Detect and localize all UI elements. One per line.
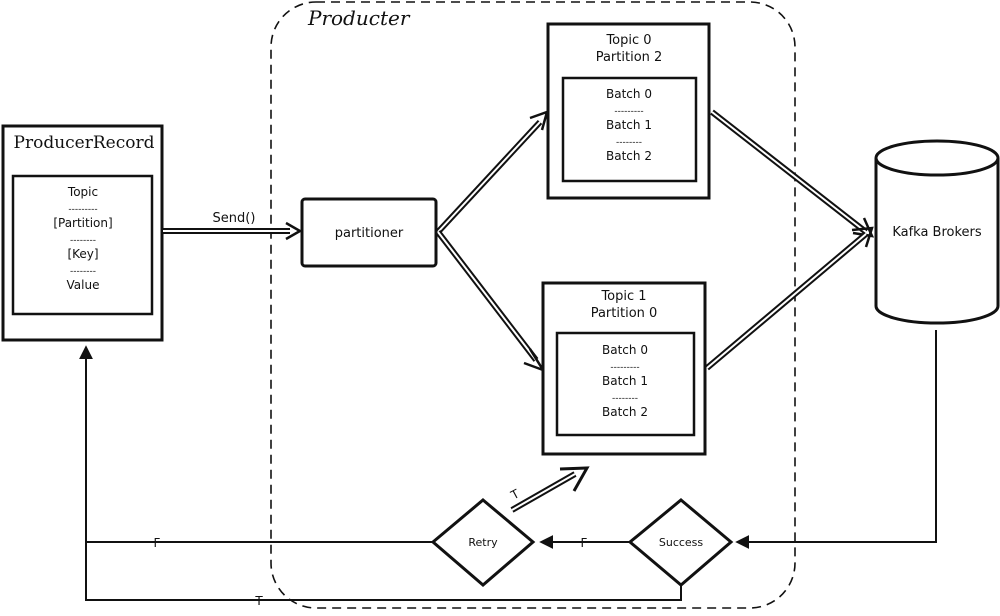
retry-false-label: F — [154, 536, 161, 550]
topic0-title-line2: Partition 2 — [596, 50, 663, 65]
topic0-box: Topic 0 Partition 2 Batch 0---------Batc… — [546, 22, 711, 200]
partitioner-label: partitioner — [335, 226, 404, 241]
topic1-title-line2: Partition 0 — [591, 306, 658, 321]
topic1-batch-line-3: -------- — [612, 394, 638, 404]
topic0-to-brokers-arrow — [710, 109, 875, 238]
topic0-batch-line-3: -------- — [616, 138, 642, 148]
topic1-batches: Batch 0 ---------Batch 1 --------Batch 2 — [602, 343, 648, 419]
producer-record-field-5: -------- — [70, 267, 96, 277]
success-false-label: F — [581, 536, 588, 550]
topic0-batch-line-2: Batch 1 — [606, 118, 652, 132]
producer-record-field-4: [Key] — [67, 247, 98, 261]
retry-label: Retry — [468, 536, 498, 549]
producer-record-field-6: Value — [67, 278, 100, 292]
kafka-brokers-label: Kafka Brokers — [892, 225, 982, 240]
producer-label: Producter — [307, 6, 411, 30]
topic1-batch-line-1: --------- — [610, 363, 639, 373]
topic1-batch-line-2: Batch 1 — [602, 374, 648, 388]
producer-record-field-2: [Partition] — [53, 216, 112, 230]
producer-record: ProducerRecord Topic ---------[Partition]… — [1, 124, 164, 342]
topic0-batch-line-1: --------- — [614, 107, 643, 117]
topic0-batches: Batch 0 ---------Batch 1 --------Batch 2 — [606, 87, 652, 163]
brokers-to-success-arrow — [735, 330, 937, 549]
producer-record-field-3: -------- — [70, 236, 96, 246]
producer-record-fields: Topic---------[Partition]--------[Key]--… — [53, 185, 112, 292]
success-true-to-record-line — [85, 542, 682, 601]
producer-record-title: ProducerRecord — [14, 133, 155, 153]
retry-diamond: Retry — [430, 498, 536, 587]
topic1-batch-line-4: Batch 2 — [602, 405, 648, 419]
success-label: Success — [659, 536, 704, 549]
retry-true-arrow — [510, 466, 590, 513]
producer-record-field-1: --------- — [68, 205, 97, 215]
retry-true-label: T — [508, 486, 523, 503]
retry-false-to-record-line — [79, 345, 433, 543]
send-label: Send() — [213, 211, 256, 226]
producer-record-field-0: Topic — [67, 185, 98, 199]
send-arrow: Send() — [163, 211, 303, 241]
topic1-box: Topic 1 Partition 0 Batch 0---------Batc… — [541, 281, 707, 456]
topic0-title-line1: Topic 0 — [605, 33, 651, 48]
success-diamond: Success — [627, 498, 734, 587]
partitioner-to-topic0-arrow — [435, 110, 549, 235]
topic0-batch-line-0: Batch 0 — [606, 87, 652, 101]
partitioner-to-topic1-arrow — [435, 230, 546, 373]
topic1-title-line1: Topic 1 — [600, 289, 646, 304]
producer-container — [270, 1, 796, 609]
kafka-brokers-cylinder: Kafka Brokers — [874, 139, 1000, 325]
topic1-batch-line-0: Batch 0 — [602, 343, 648, 357]
partitioner-box: partitioner — [300, 197, 438, 268]
topic1-to-brokers-arrow — [705, 226, 874, 371]
topic0-batch-line-4: Batch 2 — [606, 149, 652, 163]
success-true-label: T — [254, 594, 263, 608]
